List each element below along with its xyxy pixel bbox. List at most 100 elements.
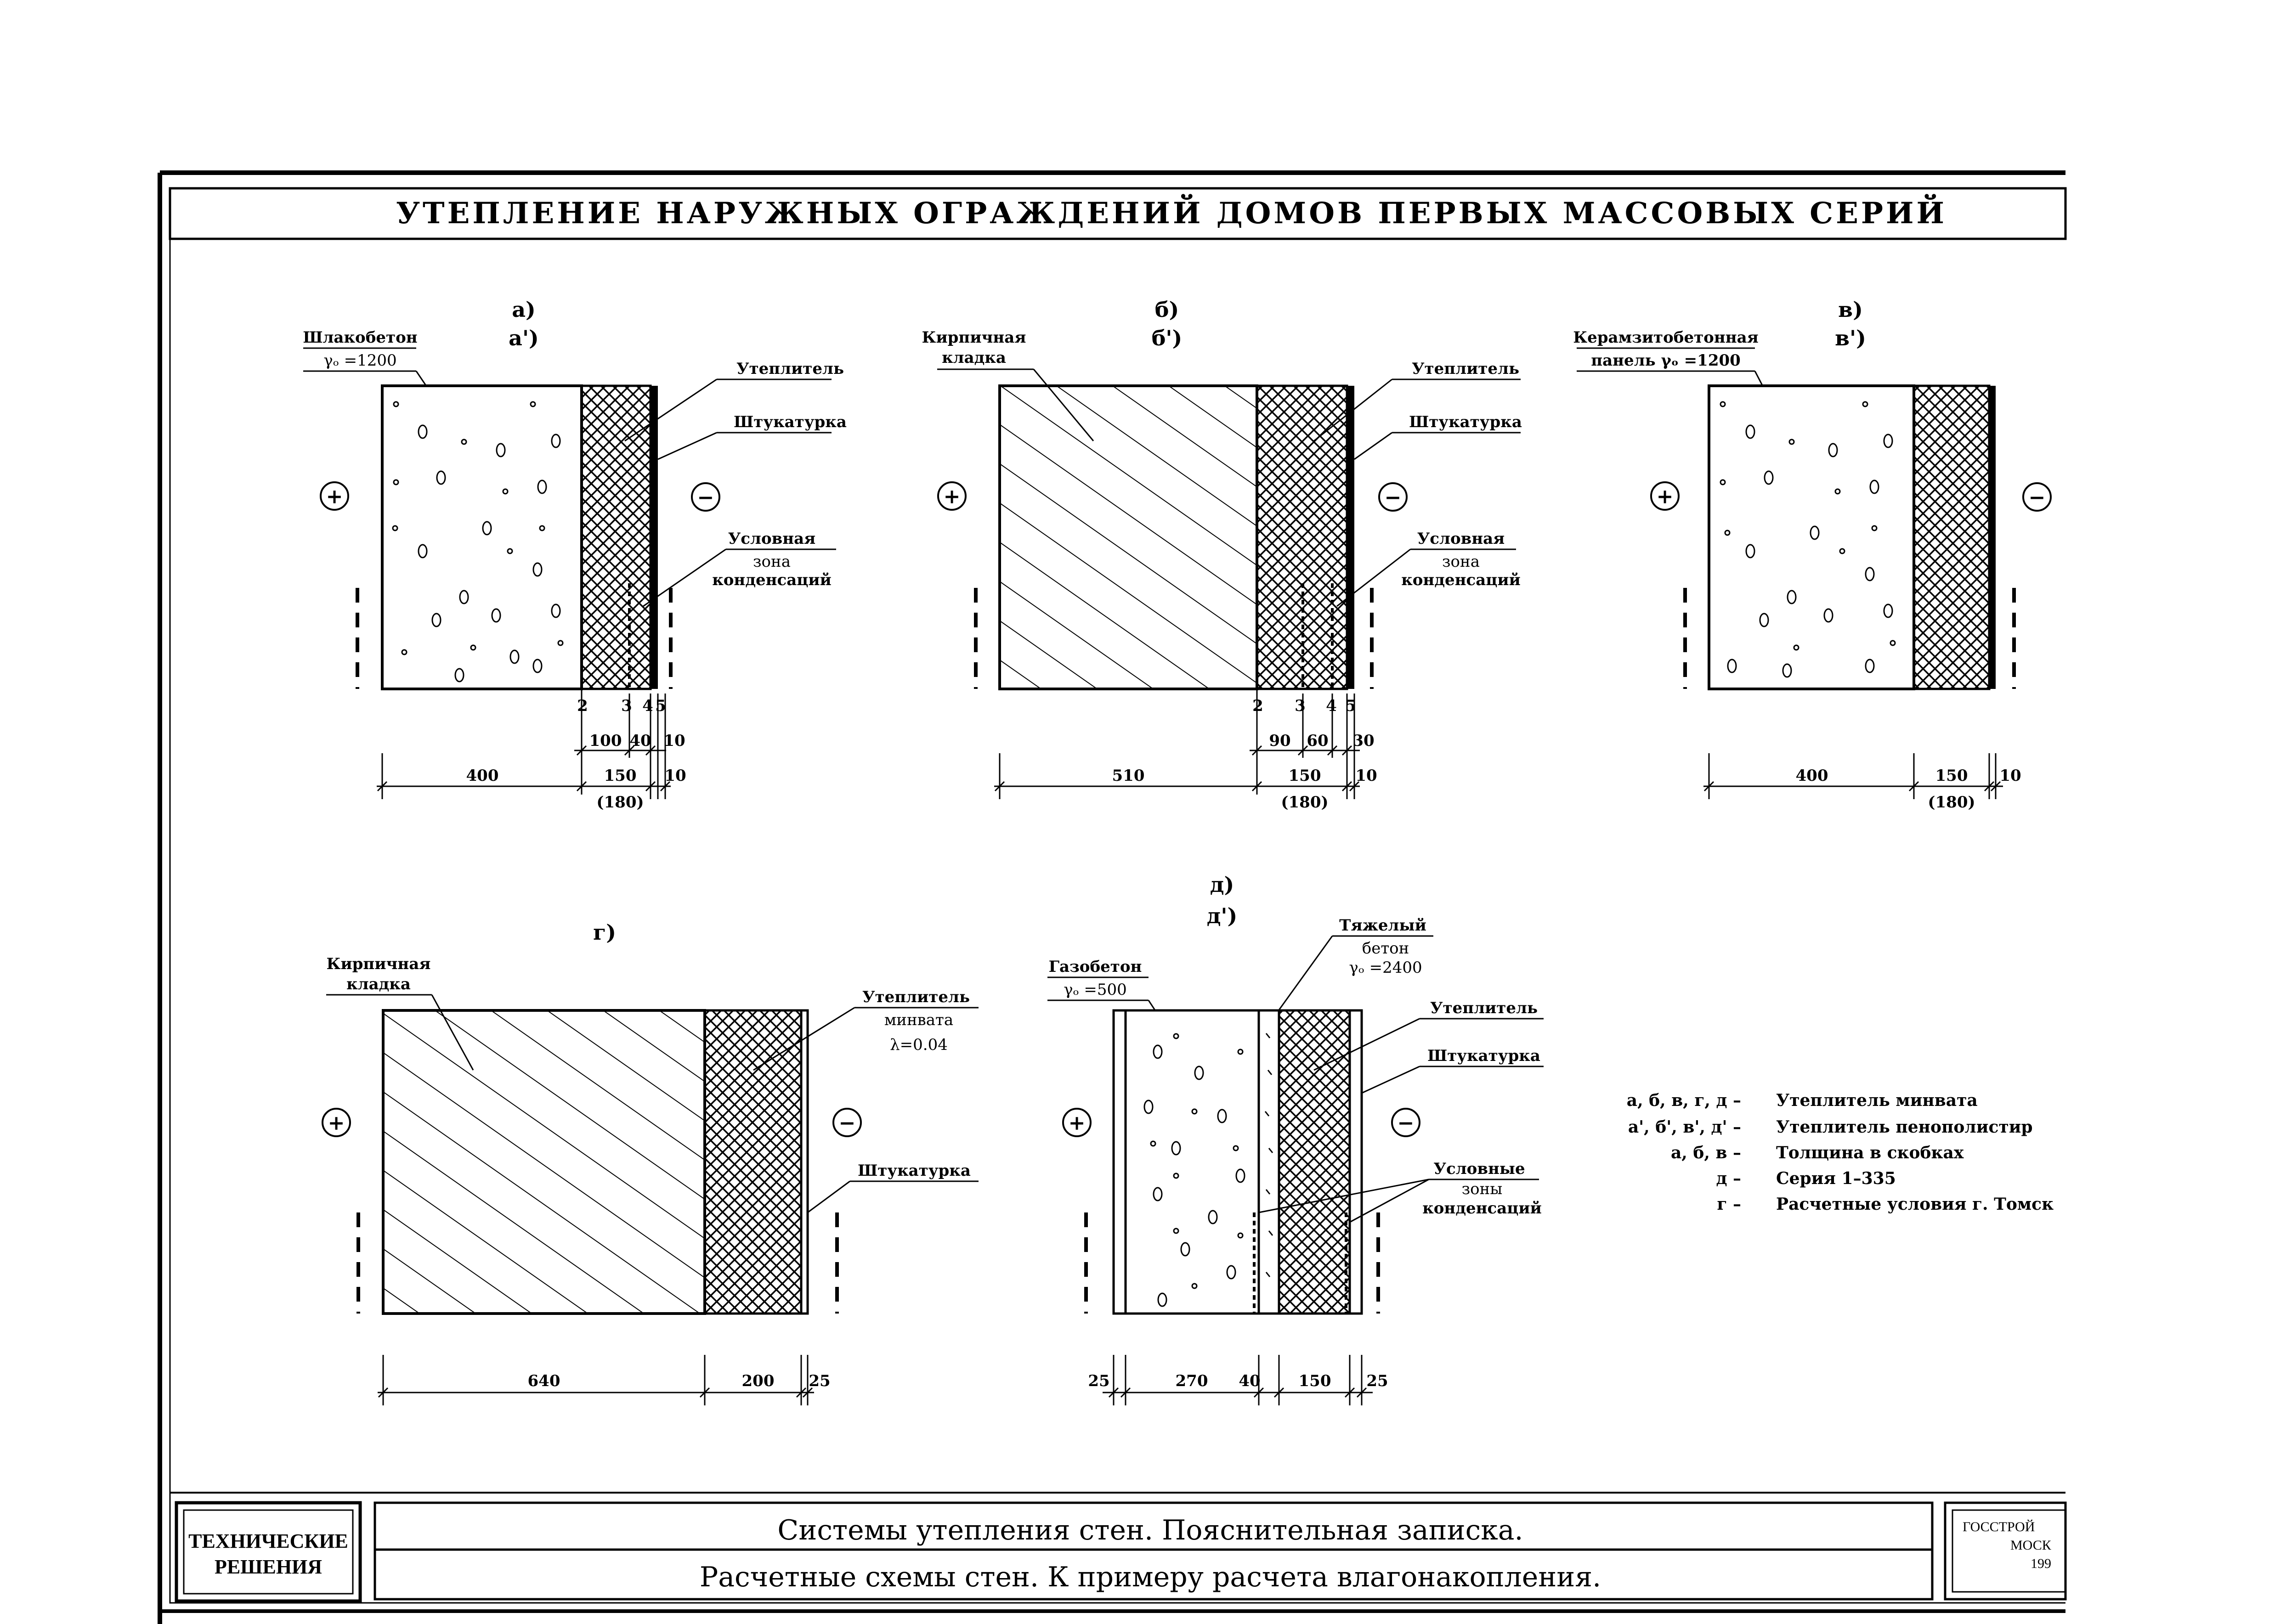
diagram-a-plaster-layer bbox=[651, 386, 658, 689]
diagram-d-density: γₒ =500 bbox=[1064, 981, 1127, 999]
svg-text:10: 10 bbox=[1999, 767, 2021, 785]
diagram-g-inside-sign-text: + bbox=[328, 1111, 345, 1135]
svg-text:640: 640 bbox=[528, 1372, 560, 1390]
diagram-a-dimensions: 100 40 10 400 150 10 (180) bbox=[466, 732, 686, 812]
diagram-d-aerated-concrete-layer bbox=[1124, 1009, 1260, 1315]
svg-text:40: 40 bbox=[1239, 1372, 1260, 1390]
diagram-g-insulation-type: минвата bbox=[884, 1011, 953, 1029]
svg-text:3: 3 bbox=[621, 697, 632, 715]
svg-text:400: 400 bbox=[466, 767, 499, 785]
diagram-a-insulation-layer bbox=[580, 384, 652, 690]
diagram-a-alt-label: а') bbox=[509, 326, 539, 350]
svg-text:(180): (180) bbox=[1928, 793, 1975, 812]
svg-text:200: 200 bbox=[742, 1372, 775, 1390]
diagram-d-zone-callout-3: конденсаций bbox=[1422, 1199, 1542, 1218]
diagram-d-heavy-concrete: Тяжелый bbox=[1339, 916, 1426, 935]
diagram-d-dimension-lines bbox=[1103, 1355, 1373, 1405]
svg-text:40: 40 bbox=[629, 732, 651, 750]
svg-text:4: 4 bbox=[642, 697, 653, 715]
svg-text:10: 10 bbox=[1355, 767, 1377, 785]
legend-key-3: а, б, в – bbox=[1671, 1143, 1741, 1162]
diagram-d-zone-callout-1: Условные bbox=[1433, 1160, 1525, 1178]
diagram-a-zone-callout-1: Условная bbox=[728, 530, 816, 548]
svg-text:510: 510 bbox=[1112, 767, 1145, 785]
diagram-b-zone-callout-2: зона bbox=[1442, 553, 1480, 571]
stamp-left-line-2: РЕШЕНИЯ bbox=[215, 1556, 322, 1578]
svg-text:25: 25 bbox=[1088, 1372, 1109, 1390]
diagram-g-insulation-callout: Утеплитель bbox=[862, 988, 970, 1006]
diagram-d-dimensions: 25 270 40 150 25 bbox=[1088, 1372, 1388, 1390]
legend-text-3: Толщина в скобках bbox=[1776, 1143, 1964, 1162]
svg-text:25: 25 bbox=[809, 1372, 830, 1390]
diagram-b-zone-callout-3: конденсаций bbox=[1401, 571, 1521, 589]
diagram-a-zone-callout-3: конденсаций bbox=[712, 571, 832, 589]
diagram-g-material-2: кладка bbox=[346, 975, 411, 993]
diagram-g-insulation-layer bbox=[703, 1009, 803, 1315]
diagram-g-plaster-layer bbox=[800, 1009, 809, 1315]
diagram-v-outside-sign-text: − bbox=[2029, 486, 2046, 509]
diagram-g-dimensions: 640 200 25 bbox=[528, 1372, 831, 1390]
diagram-g-brick-layer bbox=[382, 1009, 706, 1315]
diagram-a-outside-sign-text: − bbox=[697, 486, 714, 509]
diagram-g-label: г) bbox=[593, 920, 616, 945]
title-block bbox=[170, 1492, 2067, 1603]
diagram-b-inside-sign bbox=[937, 481, 967, 511]
diagram-v-inside-sign bbox=[1650, 481, 1680, 511]
legend-text-1: Утеплитель минвата bbox=[1776, 1091, 1978, 1110]
diagram-g-dimension-lines bbox=[378, 1355, 814, 1405]
diagram-b: б) б') Кирпичная кладка Утеплитель Штука… bbox=[922, 297, 1522, 812]
diagram-g-material: Кирпичная bbox=[327, 955, 431, 973]
diagram-v-label: в) bbox=[1838, 297, 1863, 322]
sheet-title: УТЕПЛЕНИЕ НАРУЖНЫХ ОГРАЖДЕНИЙ ДОМОВ ПЕРВ… bbox=[396, 194, 1947, 231]
diagram-d-aggregate-dots bbox=[1143, 1033, 1245, 1307]
diagram-g-insulation-lambda: λ=0.04 bbox=[890, 1036, 948, 1054]
diagram-a-layer-numbers: 2 3 4 5 bbox=[577, 697, 666, 715]
svg-text:150: 150 bbox=[604, 767, 637, 785]
svg-text:90: 90 bbox=[1269, 732, 1290, 750]
svg-text:60: 60 bbox=[1307, 732, 1328, 750]
title-block-left-box bbox=[175, 1501, 362, 1603]
diagram-b-brick-layer bbox=[998, 384, 1258, 690]
diagram-d-heavy-concrete-layer bbox=[1257, 1009, 1280, 1315]
diagram-a-plaster-callout: Штукатурка bbox=[734, 413, 847, 431]
diagram-b-material-2: кладка bbox=[942, 349, 1006, 367]
diagram-g-outside-sign bbox=[832, 1108, 862, 1137]
diagram-v-outside-sign bbox=[2022, 482, 2052, 512]
diagram-v-dimension-lines bbox=[1703, 753, 2003, 799]
diagram-v-density: панель γₒ =1200 bbox=[1591, 351, 1741, 370]
diagram-a-label: а) bbox=[512, 297, 536, 322]
svg-text:30: 30 bbox=[1352, 732, 1374, 750]
stamp-right-line-3: 199 bbox=[2031, 1556, 2051, 1571]
diagram-d-outer-plaster-layer bbox=[1348, 1009, 1363, 1315]
diagram-a-density: γₒ =1200 bbox=[323, 351, 396, 370]
diagram-a-zone-callout-2: зона bbox=[753, 553, 791, 571]
diagram-a-insulation-callout: Утеплитель bbox=[736, 360, 844, 378]
stamp-right-line-1: ГОССТРОЙ bbox=[1963, 1519, 2035, 1534]
diagram-g-inside-sign bbox=[322, 1108, 351, 1137]
diagram-a: а) а') Шлакобетон γₒ =1200 Утеплитель Шт… bbox=[303, 297, 847, 812]
legend: а, б, в, г, д – Утеплитель минвата а', б… bbox=[1627, 1091, 2054, 1214]
diagram-a-inside-sign-text: + bbox=[326, 485, 343, 508]
diagram-v-inside-sign-text: + bbox=[1657, 485, 1674, 508]
svg-text:2: 2 bbox=[1252, 697, 1263, 715]
stamp-line-2: Расчетные схемы стен. К примеру расчета … bbox=[700, 1561, 1601, 1593]
diagram-a-aggregate-dots bbox=[392, 401, 564, 682]
diagram-d-inner-plaster-layer bbox=[1112, 1009, 1127, 1315]
diagram-d-inside-sign-text: + bbox=[1069, 1111, 1086, 1135]
diagram-d-material: Газобетон bbox=[1049, 958, 1142, 976]
legend-text-5: Расчетные условия г. Томск bbox=[1776, 1195, 2054, 1214]
svg-text:10: 10 bbox=[664, 767, 686, 785]
svg-text:10: 10 bbox=[663, 732, 685, 750]
diagram-d-alt-label: д') bbox=[1207, 903, 1238, 928]
diagram-a-slag-concrete-layer bbox=[381, 384, 583, 690]
diagram-a-dimension-lines bbox=[377, 689, 671, 799]
diagram-b-inside-sign-text: + bbox=[944, 485, 961, 508]
diagram-a-outside-sign bbox=[691, 482, 720, 512]
diagram-b-material: Кирпичная bbox=[922, 328, 1026, 347]
diagram-b-alt-label: б') bbox=[1152, 326, 1183, 350]
diagram-v-insulation-layer bbox=[1913, 384, 1991, 690]
svg-text:(180): (180) bbox=[596, 793, 644, 812]
diagram-d-insulation-layer bbox=[1278, 1009, 1351, 1315]
diagram-a-inside-sign bbox=[320, 481, 349, 511]
